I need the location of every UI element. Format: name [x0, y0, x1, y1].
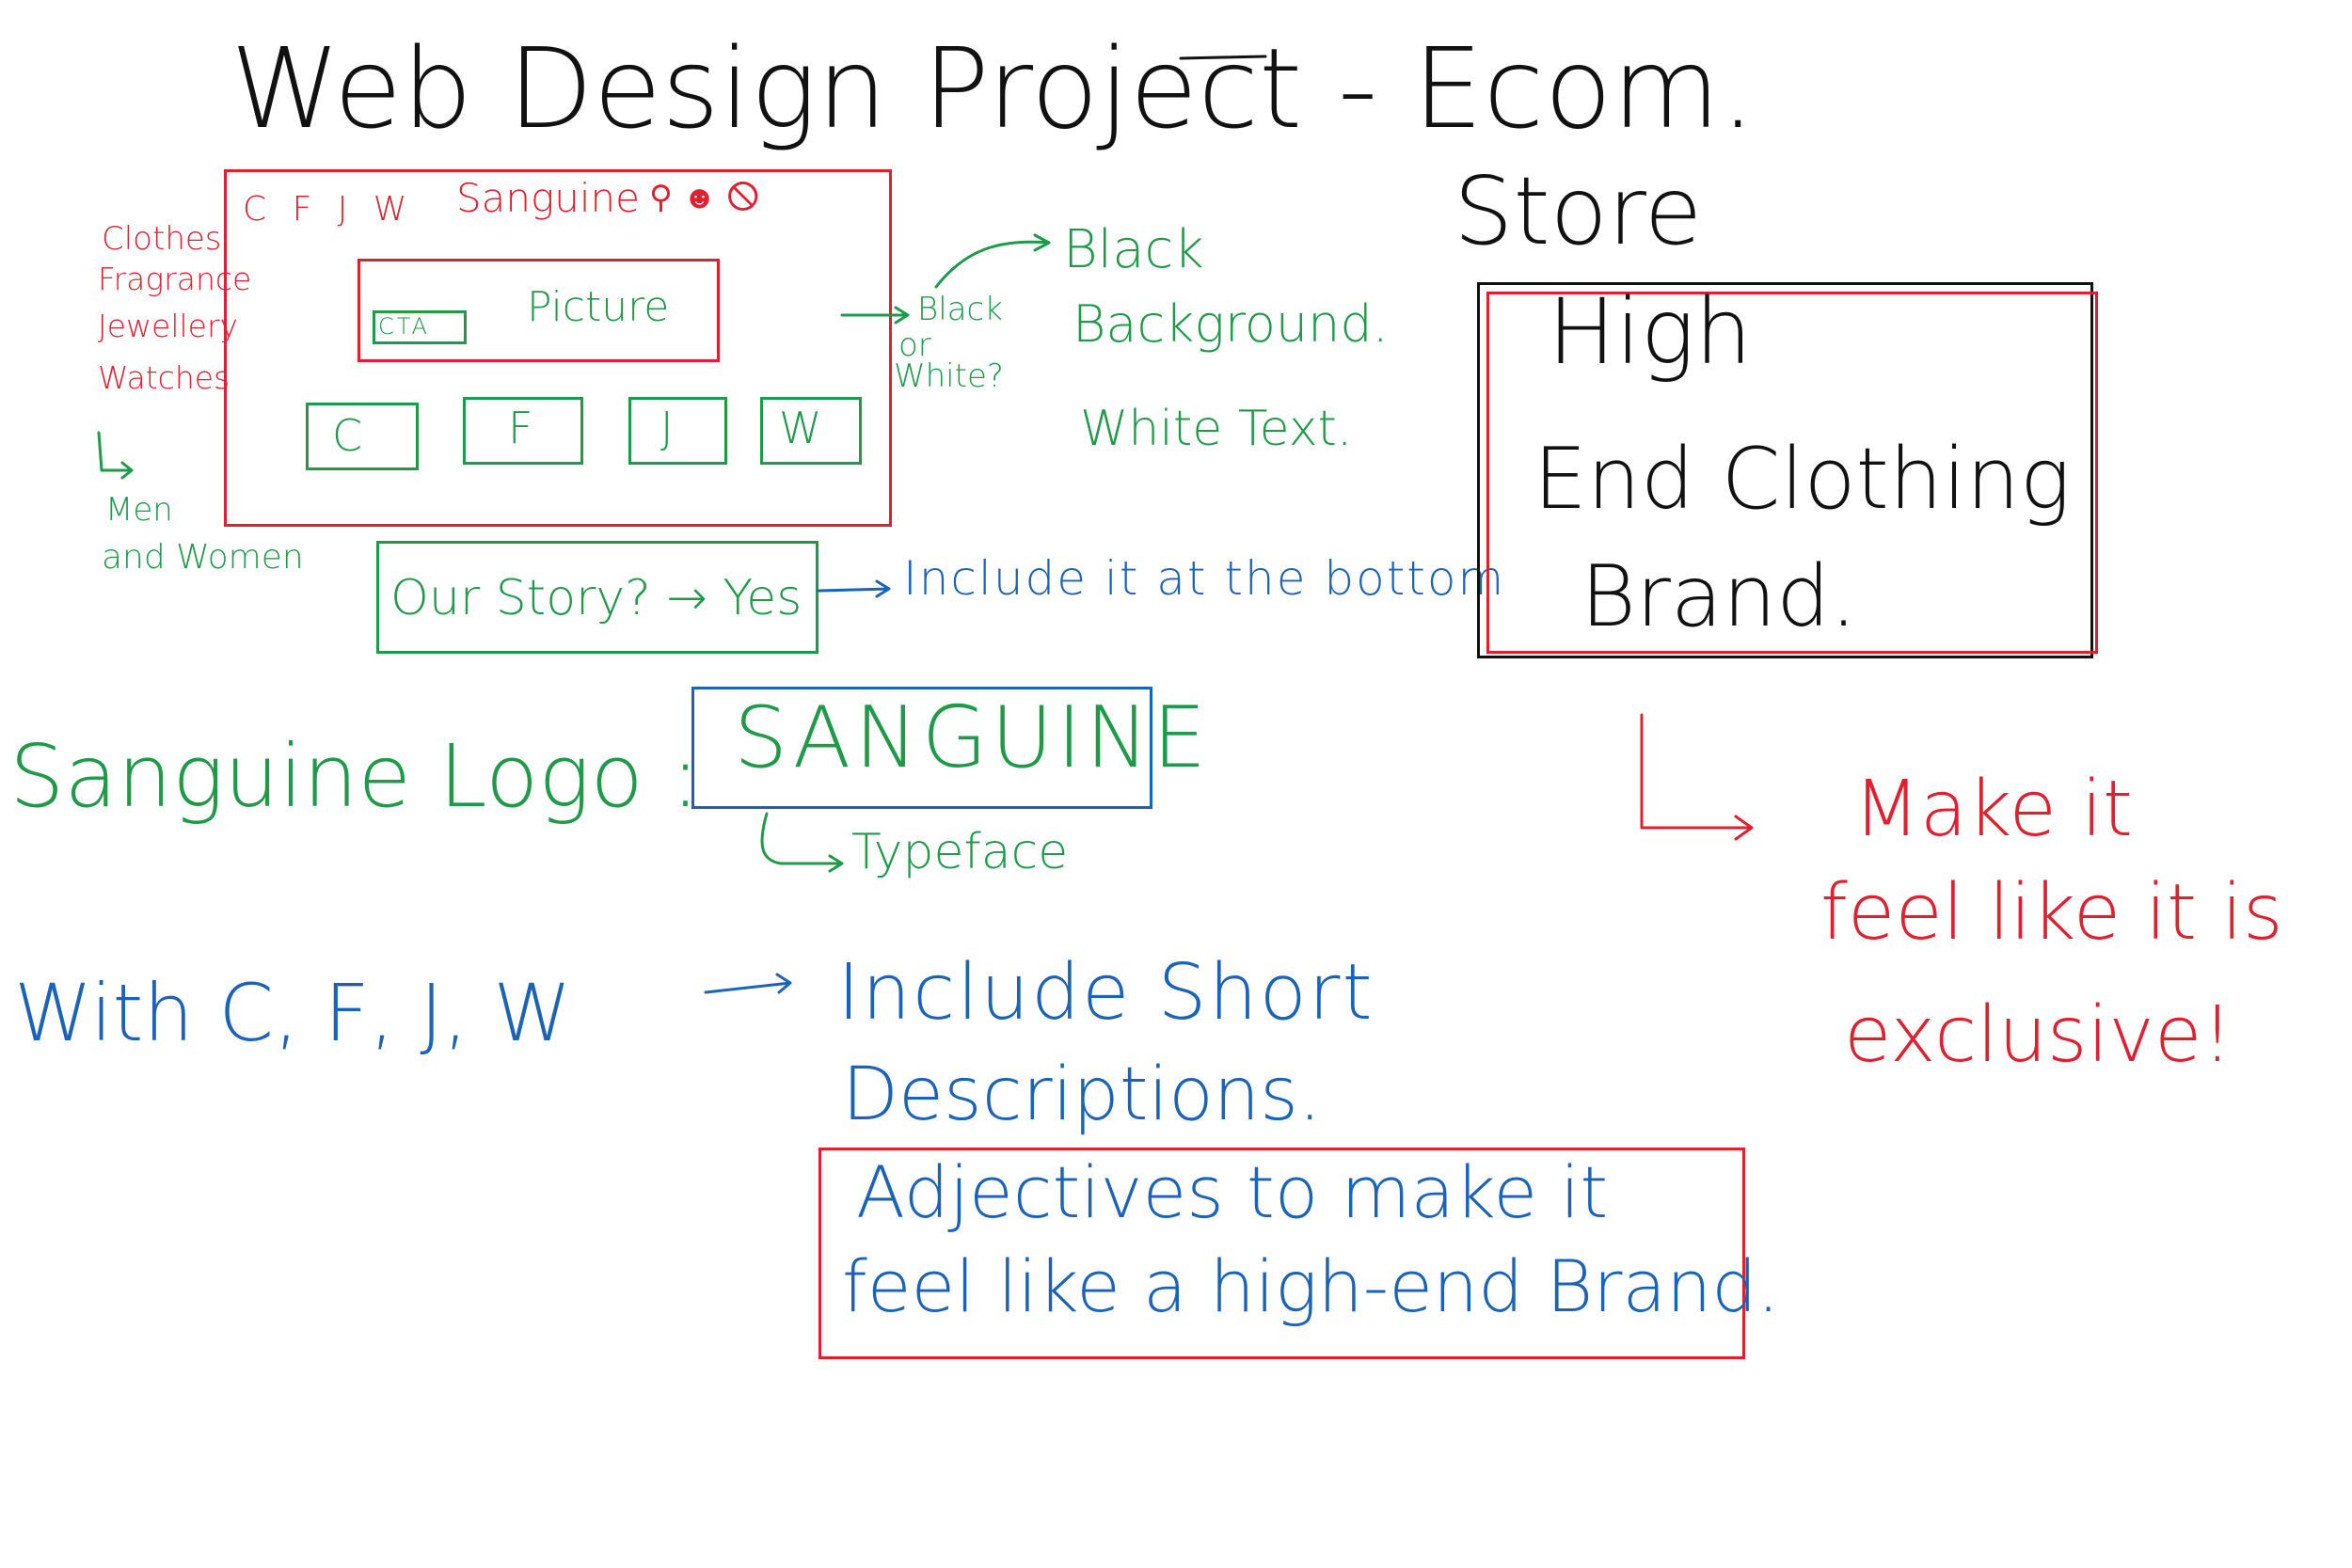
category-tile-w: [760, 397, 862, 465]
category-tile-j: [628, 397, 727, 465]
logo-wordmark: SANGUINE: [734, 689, 1211, 787]
hero-label: Picture: [527, 283, 670, 331]
color-question-arrow: [840, 306, 910, 325]
side-item-jewellery: Jewellery: [98, 308, 239, 344]
nav-letters: C F J W: [243, 190, 415, 229]
exclusive-line-2: feel like it is: [1820, 868, 2283, 958]
descriptions-arrow: [704, 973, 792, 994]
brand-name: Sanguine: [456, 175, 640, 221]
with-letters: With C, F, J, W: [14, 967, 572, 1059]
logo-label: Sanguine Logo :: [9, 726, 700, 827]
side-item-fragrance: Fragrance: [98, 261, 252, 297]
our-story-question: Our Story? → Yes: [390, 570, 803, 626]
page-title: Web Design Project - Ecom.: [230, 24, 1756, 153]
cta-label: CTA: [378, 313, 430, 340]
typeface-arrow: [760, 812, 844, 873]
color-answer-line-3: White Text.: [1080, 401, 1353, 457]
logo-box: [691, 687, 1152, 809]
audience-line-1: Men: [105, 491, 173, 529]
adjectives-line-1: Adjectives to make it: [856, 1150, 1609, 1234]
color-answer-line-1: Black: [1063, 219, 1204, 280]
our-story-box: [376, 541, 818, 654]
cta-box: [373, 310, 467, 344]
exclusive-line-1: Make it: [1853, 765, 2134, 854]
adjectives-box: [818, 1148, 1745, 1359]
category-label-w: W: [779, 403, 822, 453]
title-dash: [1179, 55, 1267, 60]
color-question-line-1: Black: [917, 291, 1003, 328]
exclusive-arrow: [1640, 713, 1754, 841]
high-end-line-3: Brand.: [1581, 547, 1857, 646]
typeface-note: Typeface: [851, 824, 1069, 880]
store-label: Store: [1454, 156, 1703, 266]
side-item-clothes: Clothes: [102, 220, 222, 258]
audience-arrow: [97, 431, 134, 480]
homepage-wireframe: [224, 169, 892, 527]
search-icon: ⚲: [649, 179, 673, 216]
descriptions-line-2: Descriptions.: [842, 1053, 1322, 1137]
exclusive-line-3: exclusive!: [1844, 990, 2233, 1080]
hero-picture: [358, 259, 720, 362]
adjectives-line-2: feel like a high-end Brand.: [842, 1244, 1780, 1328]
our-story-note: Include it at the bottom: [903, 551, 1506, 606]
category-label-j: J: [660, 403, 674, 453]
nav-icons: ⚲ ☻ 🛇: [649, 182, 759, 214]
category-tile-c: [306, 403, 419, 470]
high-end-box-outline: [1486, 292, 2098, 654]
high-end-box: [1477, 282, 2093, 658]
side-item-watches: Watches: [98, 359, 230, 396]
high-end-line-2: End Clothing: [1534, 430, 2071, 529]
account-icon: ☻: [682, 179, 717, 216]
high-end-line-1: High: [1548, 279, 1753, 385]
category-label-f: F: [508, 403, 533, 453]
color-question-line-2: or: [898, 326, 931, 364]
color-answer-arrow: [934, 233, 1051, 289]
descriptions-line-1: Include Short: [837, 948, 1375, 1037]
audience-line-2: and Women: [102, 538, 304, 577]
story-note-arrow: [817, 579, 891, 598]
category-label-c: C: [332, 410, 363, 461]
category-tile-f: [463, 397, 583, 465]
bag-icon: 🛇: [726, 179, 759, 216]
color-answer-line-2: Background.: [1073, 294, 1389, 354]
color-question-line-3: White?: [894, 357, 1004, 395]
